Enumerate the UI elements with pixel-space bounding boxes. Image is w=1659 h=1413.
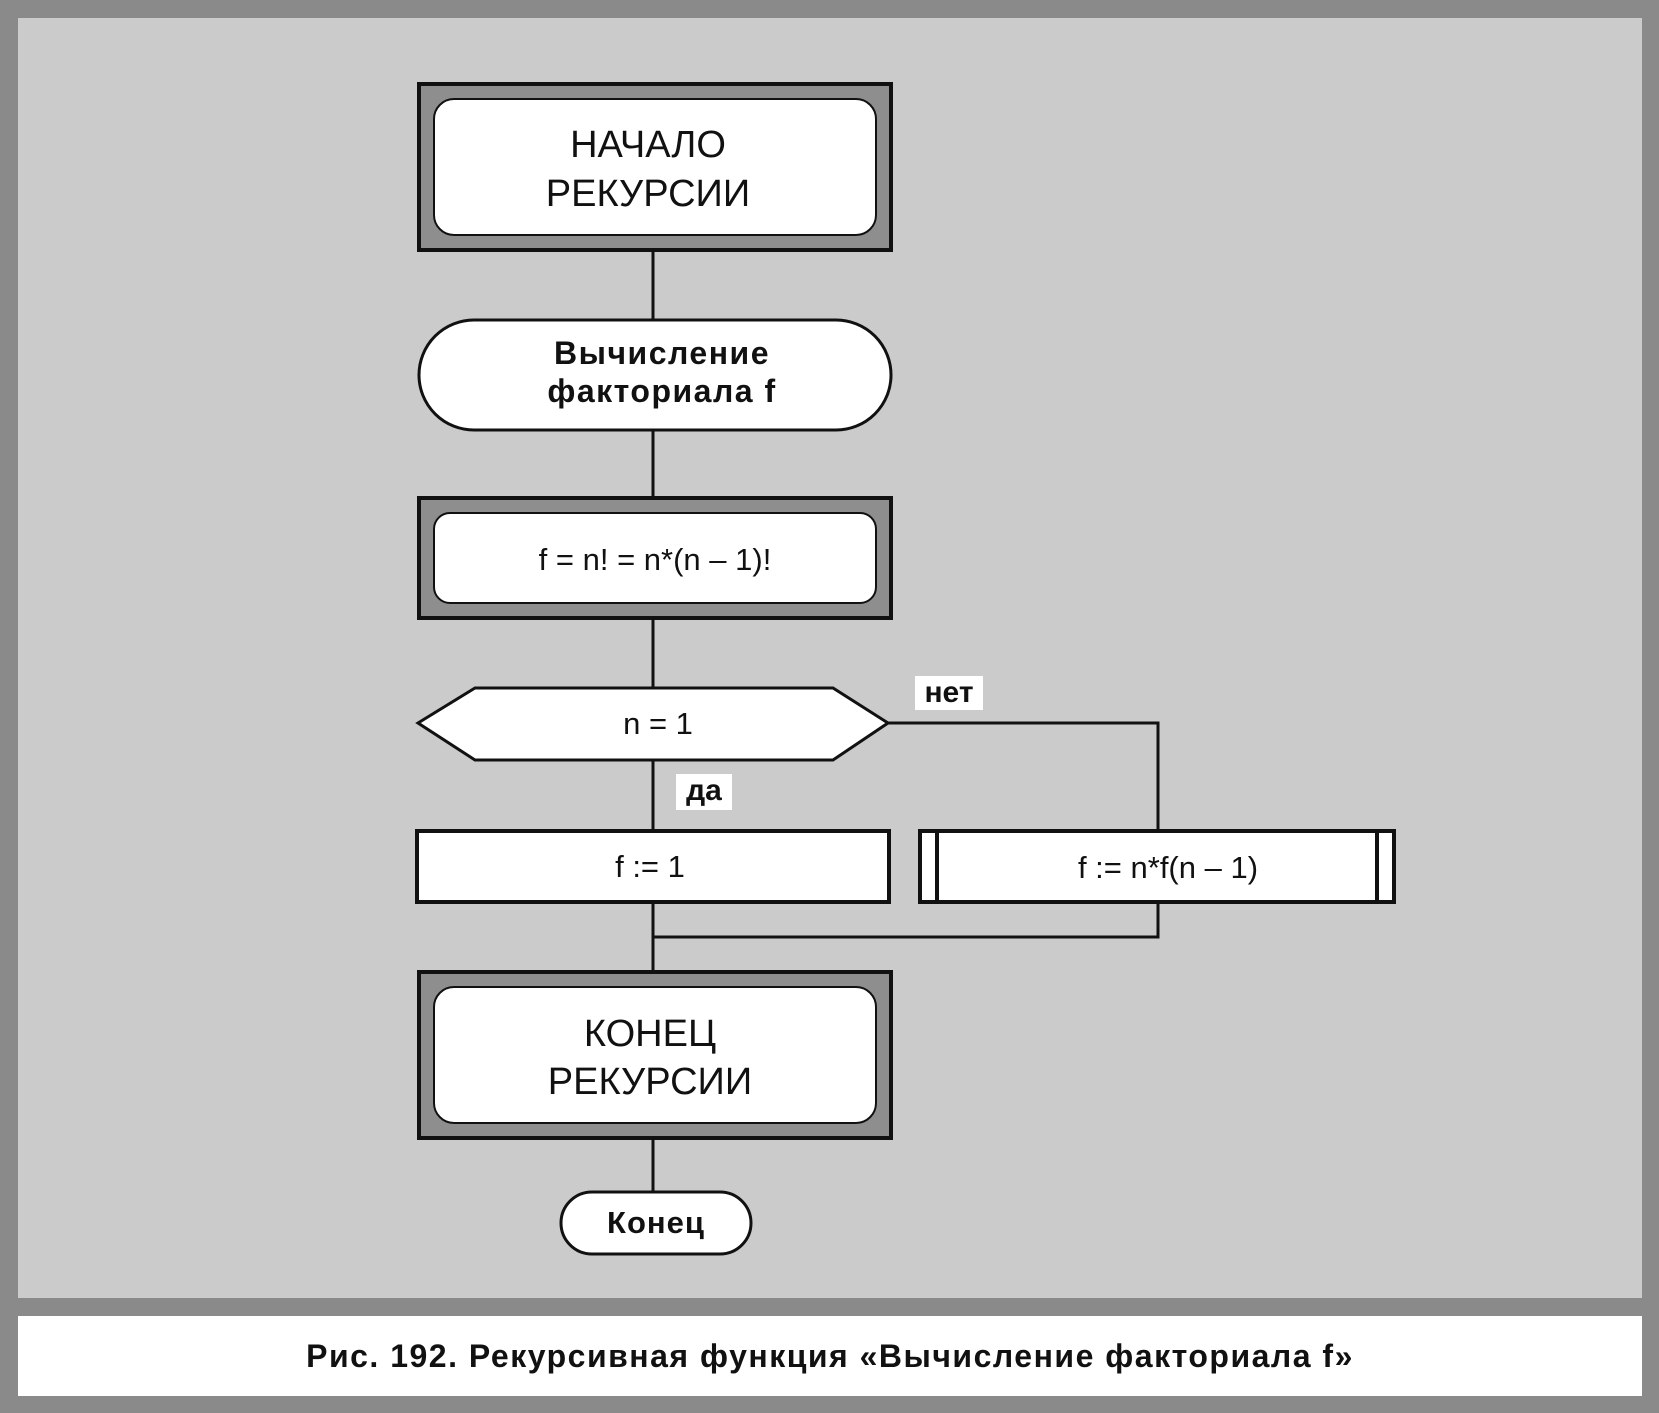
title-block: Вычисление факториала f <box>417 318 893 432</box>
start-block: НАЧАЛО РЕКУРСИИ <box>417 82 893 252</box>
connector-recursive-merge <box>653 902 1160 939</box>
condition-text: n = 1 <box>623 706 693 741</box>
svg-text:да: да <box>686 774 722 807</box>
formula-block: f = n! = n*(n – 1)! <box>417 496 893 620</box>
base-case-block: f := 1 <box>415 829 891 904</box>
recursive-call-text: f := n*f(n – 1) <box>1078 850 1258 885</box>
title-block-line1: Вычисление <box>554 335 770 371</box>
start-block-line1: НАЧАЛО <box>570 124 726 166</box>
yes-label: да <box>676 774 732 810</box>
figure-caption: Рис. 192. Рекурсивная функция «Вычислени… <box>306 1337 1354 1374</box>
terminator-block: Конец <box>559 1190 753 1256</box>
end-block-line1: КОНЕЦ <box>584 1013 716 1055</box>
connector-lines <box>651 250 1160 1192</box>
terminator-text: Конец <box>607 1205 705 1240</box>
figure-caption-bar: Рис. 192. Рекурсивная функция «Вычислени… <box>18 1316 1642 1396</box>
no-label: нет <box>915 676 983 710</box>
base-case-text: f := 1 <box>615 849 685 884</box>
title-block-line2: факториала f <box>547 373 776 409</box>
end-block: КОНЕЦ РЕКУРСИИ <box>417 970 893 1140</box>
connector-no-branch <box>888 721 1160 829</box>
recursive-call-block: f := n*f(n – 1) <box>918 829 1396 904</box>
svg-text:нет: нет <box>924 676 973 709</box>
condition-block: n = 1 <box>415 686 891 762</box>
end-block-line2: РЕКУРСИИ <box>548 1061 752 1103</box>
formula-text: f = n! = n*(n – 1)! <box>539 542 772 577</box>
start-block-line2: РЕКУРСИИ <box>546 173 750 215</box>
